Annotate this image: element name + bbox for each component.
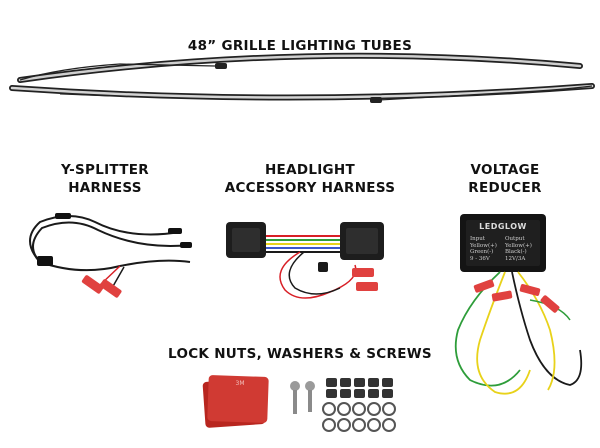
washer [382,418,396,432]
y-splitter-harness [29,213,192,298]
washer [337,402,351,416]
voltage-title: VOLTAGE REDUCER [445,161,565,197]
screws [290,381,315,414]
washer [322,418,336,432]
tubes-title: 48” GRILLE LIGHTING TUBES [187,38,413,54]
washer [352,402,366,416]
voltage-title-line1: VOLTAGE [470,162,540,178]
headlight-title-line1: HEADLIGHT [264,162,356,178]
reducer-input-line3: 9 - 36V [470,255,490,262]
washer [322,402,336,416]
voltage-reducer [454,214,583,395]
lock-nut [354,389,365,398]
lock-nut [382,389,393,398]
reducer-brand-label: LEDGLOW [479,222,527,231]
lock-nut [382,378,393,387]
ysplitter-title-line2: HARNESS [68,180,142,196]
lock-nut [354,378,365,387]
reducer-output-spec: Output Yellow(+) Black(-) 12V/3A [505,236,539,262]
reducer-output-line2: Black(-) [505,249,527,255]
pad-brand-label: 3M [235,380,245,387]
washer [352,418,366,432]
washers-grid [322,402,398,432]
washer [337,418,351,432]
adhesive-pads [202,375,269,428]
grille-tube-upper [17,52,583,83]
lock-nut [326,378,337,387]
voltage-title-line2: REDUCER [468,180,542,196]
lock-nut [340,378,351,387]
ysplitter-title: Y-SPLITTER HARNESS [45,161,165,197]
headlight-title-line2: ACCESSORY HARNESS [224,180,396,196]
headlight-harness [226,222,384,299]
lock-nut [340,389,351,398]
reducer-input-spec: Input Yellow(+) Green(-) 9 - 36V [470,236,504,262]
reducer-input-line1: Yellow(+) [470,242,497,249]
headlight-title: HEADLIGHT ACCESSORY HARNESS [215,161,405,197]
ysplitter-title-line1: Y-SPLITTER [61,162,149,178]
lock-nut [368,378,379,387]
washer [367,418,381,432]
lock-nuts-grid [326,378,394,398]
washer [382,402,396,416]
reducer-output-line1: Yellow(+) [505,242,532,249]
reducer-input-title: Input [470,236,485,242]
grille-tube-lower [9,83,595,103]
reducer-output-line3: 12V/3A [505,255,526,262]
lock-nut [326,389,337,398]
lock-nut [368,389,379,398]
hardware-title: LOCK NUTS, WASHERS & SCREWS [168,346,432,362]
reducer-input-line2: Green(-) [470,249,494,255]
reducer-output-title: Output [505,236,525,242]
washer [367,402,381,416]
